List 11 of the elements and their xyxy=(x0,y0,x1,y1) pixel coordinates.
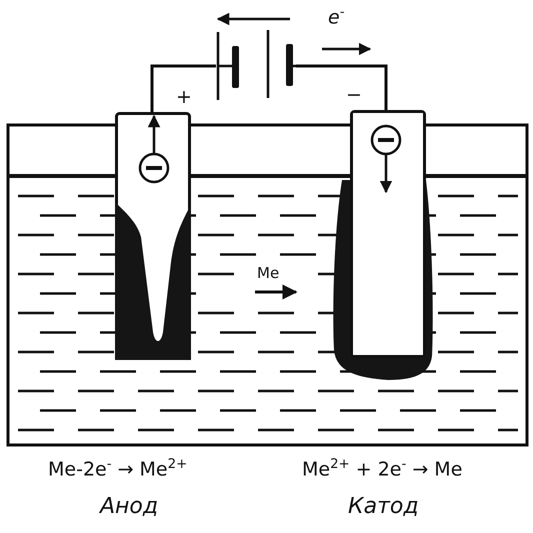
electron-label: e$^{-}$ xyxy=(328,6,345,28)
anode-label: Анод xyxy=(100,496,158,518)
cathode-label: Катод xyxy=(348,496,419,518)
anode-reaction: Me-2e$^{-}$ → Me$^{2+}$ xyxy=(48,458,188,480)
cathode-reaction: Me$^{2+}$ + 2e$^{-}$ → Me xyxy=(302,458,462,480)
wire xyxy=(150,64,216,112)
ion-label: Me xyxy=(257,266,280,281)
polarity-sign: + xyxy=(176,88,192,107)
polarity-sign: − xyxy=(346,86,362,105)
wire xyxy=(296,64,388,110)
anode-electrode xyxy=(115,112,191,360)
